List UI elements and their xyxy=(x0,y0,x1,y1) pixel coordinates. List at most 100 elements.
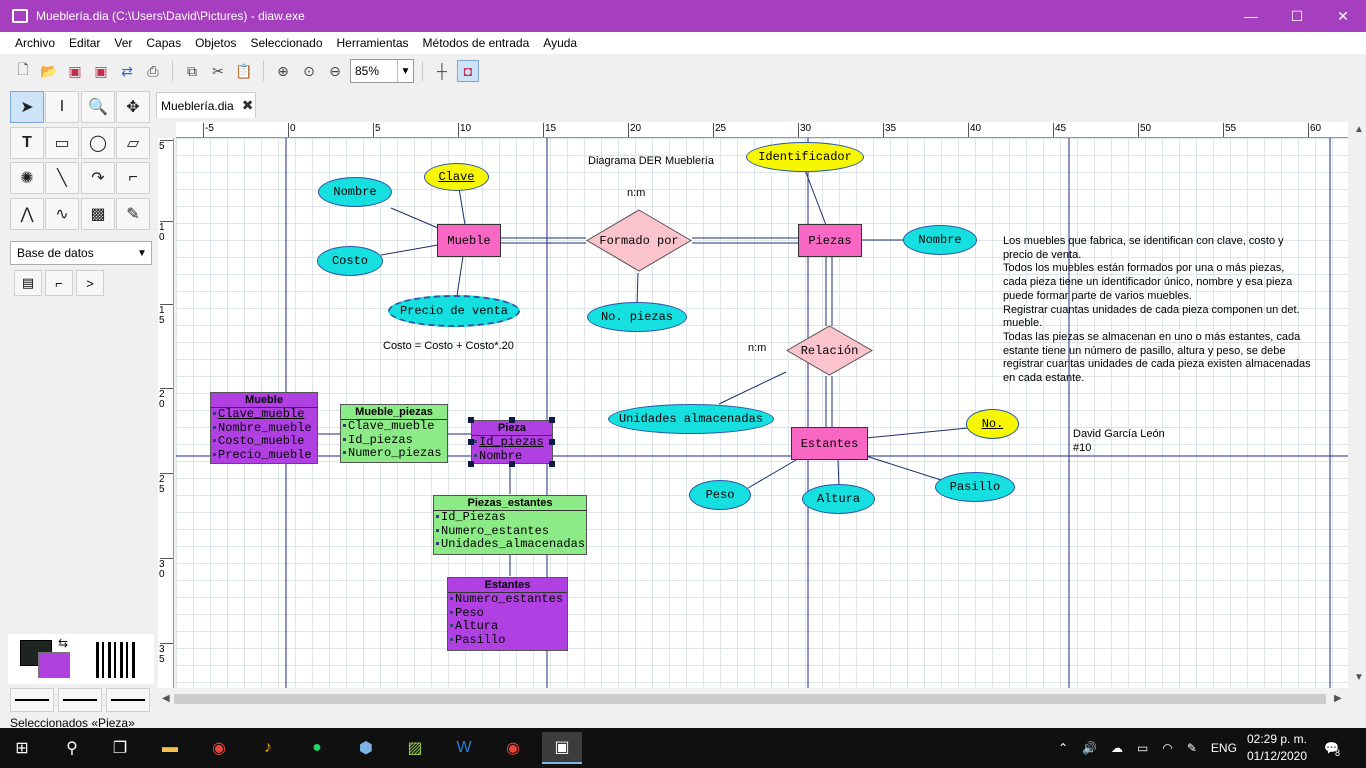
swap-colors-icon[interactable]: ⇆ xyxy=(58,636,69,650)
text-tool-icon[interactable]: T xyxy=(10,127,44,159)
menu-archivo[interactable]: Archivo xyxy=(15,36,56,50)
taskbar-clock[interactable]: 02:29 p. m. 01/12/2020 xyxy=(1246,732,1308,763)
description-text[interactable]: Los muebles que fabrica, se identifican … xyxy=(1003,235,1311,385)
attribute-pasillo[interactable]: Pasillo xyxy=(935,472,1015,502)
relationship-formado-por[interactable]: Formado por xyxy=(586,209,692,272)
selection-handle[interactable] xyxy=(468,439,474,445)
menu-objetos[interactable]: Objetos xyxy=(195,36,237,50)
minimize-button[interactable]: — xyxy=(1228,0,1274,32)
outline-tool-icon[interactable]: ✎ xyxy=(116,198,150,230)
author-number[interactable]: #10 xyxy=(1073,442,1092,454)
entity-piezas[interactable]: Piezas xyxy=(798,224,862,257)
pointer-tool-icon[interactable]: ➤ xyxy=(10,91,44,123)
tab-diagram[interactable]: Mueblería.dia ✖ xyxy=(156,92,256,118)
diagram-canvas[interactable]: Diagrama DER Mueblería n:m n:m Costo = C… xyxy=(176,138,1348,688)
selection-handle[interactable] xyxy=(549,417,555,423)
polygon-tool-icon[interactable]: ▱ xyxy=(116,127,150,159)
app-cube-icon[interactable]: ⬢ xyxy=(359,740,373,757)
menu-capas[interactable]: Capas xyxy=(146,36,182,50)
snap-grid-icon[interactable]: ┼ xyxy=(437,63,447,79)
key-attribute-clave[interactable]: Clave xyxy=(424,163,489,191)
fl-studio-icon[interactable]: ♪ xyxy=(264,739,272,756)
table-pieza[interactable]: Pieza Id_piezas Nombre xyxy=(471,420,553,464)
word-icon[interactable]: W xyxy=(456,739,472,756)
selection-handle[interactable] xyxy=(549,461,555,467)
line-width-selector[interactable] xyxy=(96,642,136,678)
scroll-up-icon[interactable]: ▲ xyxy=(1354,124,1364,135)
db-reference-icon[interactable]: ⌐ xyxy=(45,270,73,296)
cloud-icon[interactable]: ☁ xyxy=(1111,741,1124,755)
close-button[interactable]: ✕ xyxy=(1320,0,1366,32)
zigzag-tool-icon[interactable]: ⌐ xyxy=(116,162,150,194)
attribute-costo[interactable]: Costo xyxy=(317,246,383,276)
sheet-select[interactable]: Base de datos ▼ xyxy=(10,241,152,265)
box-tool-icon[interactable]: ▭ xyxy=(45,127,79,159)
menu-ver[interactable]: Ver xyxy=(114,36,133,50)
selection-handle[interactable] xyxy=(549,439,555,445)
attribute-unidades-almacenadas[interactable]: Unidades almacenadas xyxy=(608,404,774,434)
file-explorer-icon[interactable]: ▬ xyxy=(162,739,178,756)
scroll-left-icon[interactable]: ◀ xyxy=(162,693,170,704)
windows-start-icon[interactable]: ⊞ xyxy=(15,740,29,757)
line-style[interactable] xyxy=(58,688,102,712)
connection-points-icon[interactable]: ◘ xyxy=(457,60,479,82)
zoom-in-icon[interactable]: ⊕ xyxy=(277,62,289,79)
polyline-tool-icon[interactable]: ⋀ xyxy=(10,198,44,230)
save-icon[interactable]: ▣ xyxy=(68,62,82,79)
beziergon-tool-icon[interactable]: ✺ xyxy=(10,162,44,194)
zoom-out-icon[interactable]: ⊖ xyxy=(329,62,341,79)
search-icon[interactable]: ⚲ xyxy=(66,740,78,757)
cardinality-label[interactable]: n:m xyxy=(627,187,646,199)
text-edit-tool-icon[interactable]: I xyxy=(45,91,79,123)
selection-handle[interactable] xyxy=(509,461,515,467)
maximize-button[interactable]: ☐ xyxy=(1274,0,1320,32)
arrow-end-style[interactable] xyxy=(106,688,150,712)
selection-handle[interactable] xyxy=(468,417,474,423)
chevron-down-icon[interactable]: ▼ xyxy=(397,60,413,82)
task-view-icon[interactable]: ❐ xyxy=(112,740,128,757)
table-mueble-piezas[interactable]: Mueble_piezas Clave_mueble Id_piezas Num… xyxy=(340,404,448,463)
horizontal-scroll-thumb[interactable] xyxy=(174,694,1326,704)
menu-metodos-entrada[interactable]: Métodos de entrada xyxy=(422,36,530,50)
entity-estantes[interactable]: Estantes xyxy=(791,427,868,460)
new-file-icon[interactable]: 🗋 xyxy=(17,61,29,77)
relationship-relacion[interactable]: Relación xyxy=(786,325,873,376)
open-folder-icon[interactable]: 📂 xyxy=(40,62,58,79)
background-color[interactable] xyxy=(38,652,70,678)
chrome-icon[interactable]: ◉ xyxy=(212,740,226,757)
scroll-down-icon[interactable]: ▼ xyxy=(1354,672,1364,683)
save-as-icon[interactable]: ▣ xyxy=(94,62,108,79)
wifi-icon[interactable]: ◠ xyxy=(1162,741,1173,755)
dia-taskbar-icon[interactable]: ▣ xyxy=(542,732,582,764)
print-icon[interactable]: ⎙ xyxy=(147,62,159,79)
table-estantes[interactable]: Estantes Numero_estantes Peso Altura Pas… xyxy=(447,577,568,651)
selection-handle[interactable] xyxy=(468,461,474,467)
attribute-no-piezas[interactable]: No. piezas xyxy=(587,302,687,332)
chevron-up-icon[interactable]: ⌃ xyxy=(1058,741,1069,755)
close-x-icon[interactable]: ✖ xyxy=(241,97,254,113)
app-photo-icon[interactable]: ▨ xyxy=(407,740,423,757)
table-piezas-estantes[interactable]: Piezas_estantes Id_Piezas Numero_estante… xyxy=(433,495,587,555)
vertical-scrollbar[interactable]: ▲ ▼ xyxy=(1350,122,1366,688)
formula-text[interactable]: Costo = Costo + Costo*.20 xyxy=(383,340,514,352)
image-tool-icon[interactable]: ▩ xyxy=(81,198,115,230)
language-indicator[interactable]: ENG xyxy=(1210,741,1237,755)
spotify-icon[interactable]: ● xyxy=(312,739,322,756)
derived-attribute-precio-de-venta[interactable]: Precio de venta xyxy=(388,295,520,327)
arrow-start-style[interactable] xyxy=(10,688,54,712)
db-compound-icon[interactable]: > xyxy=(76,270,104,296)
move-tool-icon[interactable]: ✥ xyxy=(116,91,150,123)
chrome-icon[interactable]: ◉ xyxy=(506,740,520,757)
zoom-combo[interactable]: 85% ▼ xyxy=(350,59,414,83)
zoom-fit-icon[interactable]: ⊙ xyxy=(303,62,315,79)
menu-ayuda[interactable]: Ayuda xyxy=(543,36,578,50)
ellipse-tool-icon[interactable]: ◯ xyxy=(81,127,115,159)
export-icon[interactable]: ⇄ xyxy=(121,62,133,79)
battery-icon[interactable]: ▭ xyxy=(1137,741,1149,755)
magnify-tool-icon[interactable]: 🔍 xyxy=(81,91,115,123)
color-selector[interactable]: ⇆ xyxy=(8,634,154,684)
line-tool-icon[interactable]: ╲ xyxy=(45,162,79,194)
table-mueble[interactable]: Mueble Clave_mueble Nombre_mueble Costo_… xyxy=(210,392,318,464)
menu-herramientas[interactable]: Herramientas xyxy=(336,36,409,50)
menu-editar[interactable]: Editar xyxy=(69,36,101,50)
